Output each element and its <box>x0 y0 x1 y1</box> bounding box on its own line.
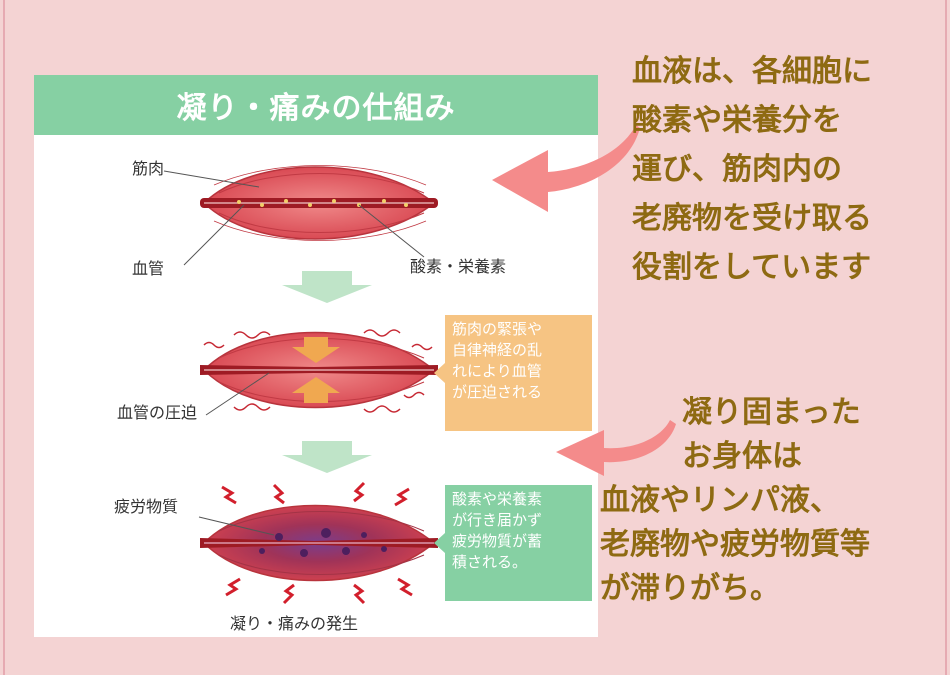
panel-title: 凝り・痛みの仕組み <box>34 75 598 135</box>
caption-bottom-line-1: 凝り固まった <box>682 395 861 430</box>
caption-bottom-line-3: 血液やリンパ液、 <box>600 483 840 518</box>
compression-label: 血管の圧迫 <box>117 403 198 422</box>
muscle-stage-3 <box>198 481 438 605</box>
fatigue-note: 酸素や栄養素 が行き届かず 疲労物質が蓄 積される。 <box>445 485 592 601</box>
diagram-panel: 凝り・痛みの仕組み <box>34 75 598 637</box>
caption-bottom-line-4: 老廃物や疲労物質等 <box>600 527 870 562</box>
compression-note: 筋肉の緊張や 自律神経の乱 れにより血管 が圧迫される <box>445 315 592 431</box>
left-border-line <box>3 0 5 675</box>
muscle-stage-2 <box>200 329 438 416</box>
fatigue-label: 疲労物質 <box>114 497 179 516</box>
caption-bottom-line-2: お身体は <box>682 439 802 474</box>
nutrient-label: 酸素・栄養素 <box>410 257 507 276</box>
right-border-line <box>945 0 947 675</box>
arrow-down-1 <box>282 271 372 303</box>
muscle-diagram <box>163 165 445 605</box>
vessel-label: 血管 <box>132 259 165 278</box>
caption-top: 血液は、各細胞に 酸素や栄養分を 運び、筋肉内の 老廃物を受け取る 役割をしてい… <box>632 54 872 285</box>
result-label: 凝り・痛みの発生 <box>230 614 359 633</box>
muscle-label: 筋肉 <box>132 159 165 178</box>
caption-bottom-line-5: が滞りがち。 <box>600 571 780 606</box>
arrow-down-2 <box>282 441 372 473</box>
muscle-stage-1 <box>163 165 438 266</box>
